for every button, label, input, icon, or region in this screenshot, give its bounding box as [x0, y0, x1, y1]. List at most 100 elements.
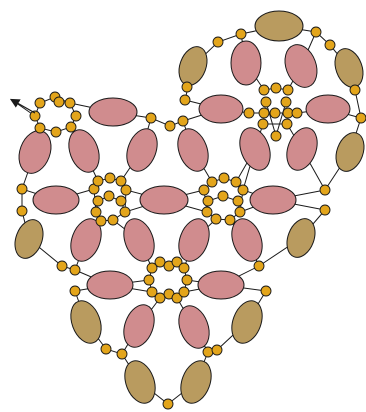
seed-bead: [34, 122, 46, 134]
seed-bead: [171, 292, 183, 304]
tan-oval-bead: [70, 300, 102, 344]
pink-oval-bead: [286, 127, 318, 171]
seed-bead: [162, 398, 174, 410]
seed-bead: [211, 344, 223, 356]
seed-bead: [230, 176, 242, 188]
seed-bead: [92, 195, 104, 207]
seed-bead: [270, 82, 282, 94]
thread-start-arrow: [9, 98, 36, 114]
pink-oval-bead: [88, 97, 138, 127]
tan-oval-bead: [178, 46, 208, 86]
pink-oval-bead: [18, 130, 52, 174]
seed-bead: [178, 262, 190, 274]
seed-bead: [253, 260, 265, 272]
seed-bead: [243, 107, 255, 119]
seed-bead: [224, 214, 236, 226]
tan-oval-bead: [124, 360, 156, 404]
seed-bead: [258, 107, 270, 119]
tan-oval-bead: [254, 10, 304, 42]
seed-bead: [257, 118, 269, 130]
seed-bead: [100, 343, 112, 355]
pink-oval-bead: [305, 94, 351, 124]
seed-bead: [146, 262, 158, 274]
thread-start-arrow-line: [9, 98, 36, 114]
tan-oval-bead: [180, 360, 212, 404]
pink-oval-bead: [86, 270, 134, 300]
seed-bead: [64, 97, 76, 109]
seed-bead: [146, 286, 158, 298]
pink-oval-bead: [249, 185, 297, 215]
pink-oval-bead: [123, 218, 155, 262]
seed-bead: [206, 176, 218, 188]
seed-bead: [210, 213, 222, 225]
seed-bead: [92, 175, 104, 187]
seed-bead: [145, 112, 157, 124]
seed-bead: [115, 195, 127, 207]
seed-bead: [16, 205, 28, 217]
seed-bead: [119, 206, 131, 218]
pink-oval-bead: [197, 270, 245, 300]
seed-bead: [116, 348, 128, 360]
seed-bead: [154, 256, 166, 268]
tan-oval-bead: [335, 132, 365, 172]
seed-bead: [202, 195, 214, 207]
seed-bead: [53, 96, 65, 108]
pink-oval-bead: [139, 185, 189, 215]
seed-bead: [29, 110, 41, 122]
seed-bead: [212, 36, 224, 48]
seed-bead: [65, 121, 77, 133]
seed-bead: [282, 84, 294, 96]
seed-bead: [281, 118, 293, 130]
pink-oval-bead: [68, 129, 100, 173]
pink-oval-bead: [126, 128, 158, 172]
seed-bead: [171, 256, 183, 268]
seed-bead: [319, 184, 331, 196]
seed-bead: [69, 285, 81, 297]
seed-bead: [349, 84, 361, 96]
seed-bead: [120, 184, 132, 196]
seed-bead: [178, 286, 190, 298]
seed-bead: [280, 96, 292, 108]
seed-bead: [217, 190, 229, 202]
seed-bead: [179, 94, 191, 106]
seed-bead: [355, 112, 366, 124]
pink-oval-bead: [177, 128, 209, 172]
pink-oval-bead: [123, 304, 155, 348]
seed-bead: [143, 274, 155, 286]
pink-oval-bead: [230, 40, 262, 86]
pink-oval-bead: [32, 185, 80, 215]
seed-bead: [232, 195, 244, 207]
pink-oval-bead: [178, 218, 210, 262]
seed-bead: [177, 115, 189, 127]
seed-bead: [50, 126, 62, 138]
seed-bead: [115, 175, 127, 187]
seed-bead: [164, 120, 176, 132]
seed-bead: [16, 183, 28, 195]
seed-bead: [218, 172, 230, 184]
seed-bead: [260, 96, 272, 108]
oval-beads: [14, 10, 365, 404]
seed-bead: [154, 292, 166, 304]
seed-bead: [260, 285, 272, 297]
seed-bead: [258, 84, 270, 96]
seed-bead: [70, 110, 82, 122]
seed-bead: [69, 264, 81, 276]
pink-oval-bead: [284, 44, 318, 88]
seed-bead: [310, 26, 322, 38]
thread-segment: [184, 25, 362, 191]
pink-oval-bead: [239, 127, 271, 171]
seed-bead: [201, 206, 213, 218]
seed-bead: [282, 107, 294, 119]
pink-oval-bead: [178, 305, 210, 349]
tan-oval-bead: [231, 300, 263, 344]
seed-bead: [34, 97, 46, 109]
seed-bead: [291, 107, 303, 119]
seed-bead: [198, 184, 210, 196]
seed-bead: [56, 260, 68, 272]
seed-bead: [324, 39, 336, 51]
seed-bead: [95, 215, 107, 227]
pink-oval-bead: [70, 218, 102, 262]
seed-bead: [181, 274, 193, 286]
seed-bead: [237, 184, 249, 196]
